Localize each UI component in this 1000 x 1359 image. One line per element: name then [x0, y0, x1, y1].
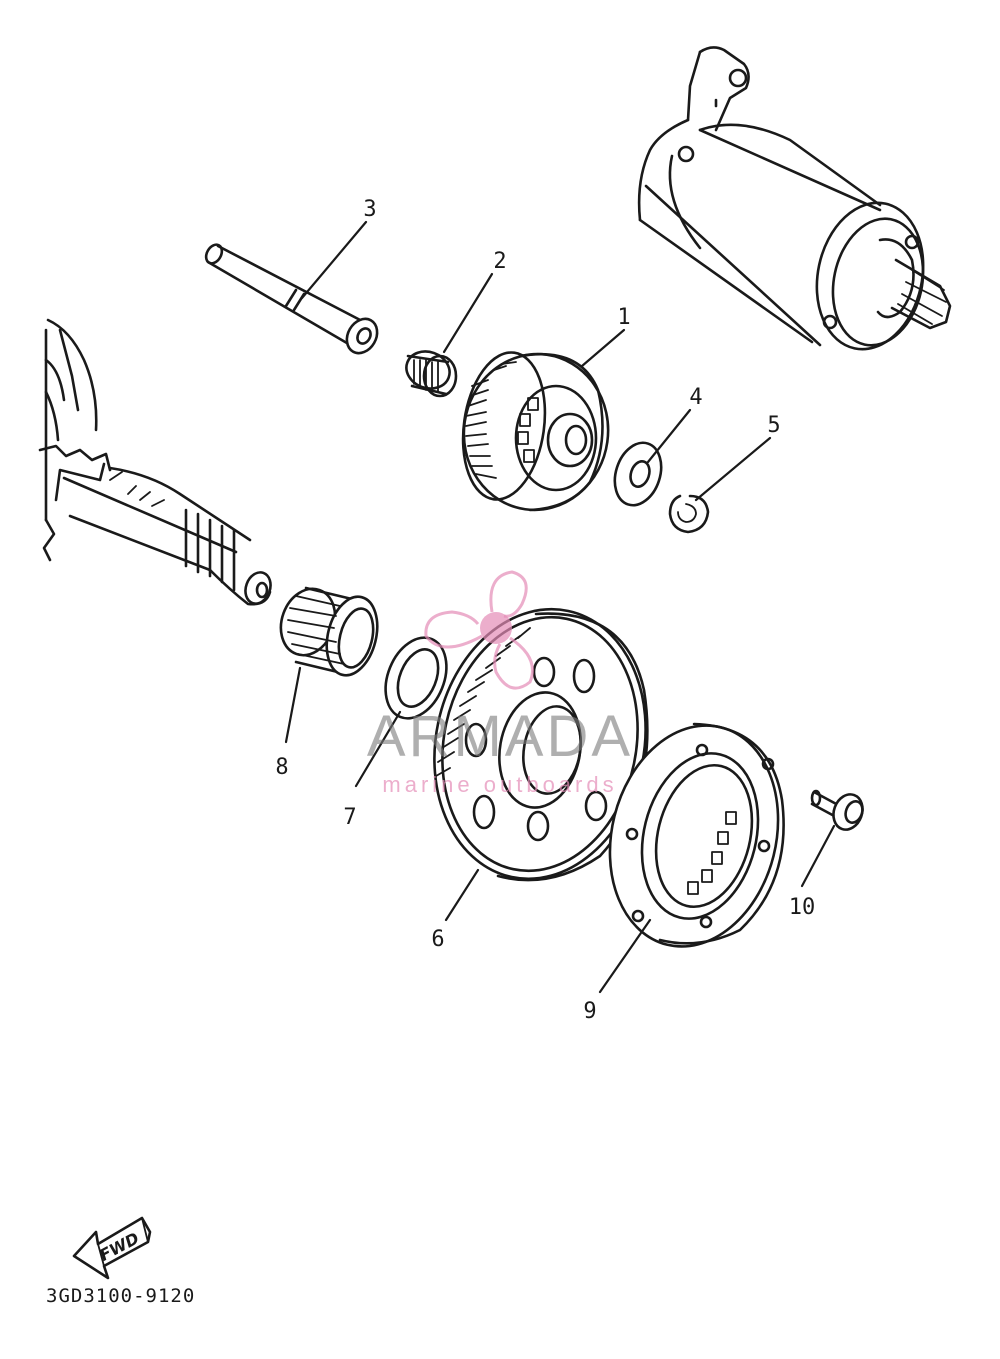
diagram-code: 3GD3100-9120	[46, 1285, 195, 1307]
washer-part-7	[384, 636, 448, 720]
callout-1: 1	[617, 305, 630, 330]
one-way-clutch-part-9	[608, 722, 785, 948]
watermark: ARMADA marine outboards	[367, 570, 633, 797]
callout-6: 6	[431, 927, 444, 952]
needle-bearing-part-8	[279, 586, 379, 677]
starter-wheel-gear-part-6	[433, 607, 649, 882]
propeller-logo-icon	[424, 570, 534, 690]
callout-5: 5	[767, 413, 780, 438]
crankshaft	[38, 318, 272, 606]
leader-lines	[284, 220, 836, 994]
watermark-tagline: marine outboards	[382, 772, 617, 797]
circlip-part-5	[668, 494, 710, 534]
watermark-brand: ARMADA	[367, 704, 633, 769]
callout-10: 10	[789, 895, 816, 920]
bolt-part-10	[810, 789, 864, 831]
callout-9: 9	[583, 999, 596, 1024]
callout-8: 8	[275, 755, 288, 780]
callout-2: 2	[493, 249, 506, 274]
needle-bearing-part-2	[405, 350, 458, 398]
callout-4: 4	[689, 385, 702, 410]
idler-gear-part-1	[461, 351, 610, 512]
callout-7: 7	[343, 805, 356, 830]
starter-motor	[637, 46, 952, 351]
callout-3: 3	[363, 197, 376, 222]
fwd-arrow-icon: FWD	[72, 1216, 152, 1280]
shaft-part-3	[204, 243, 379, 355]
callouts: 1 2 3 4 5 6 7 8 9 10	[275, 197, 815, 1024]
